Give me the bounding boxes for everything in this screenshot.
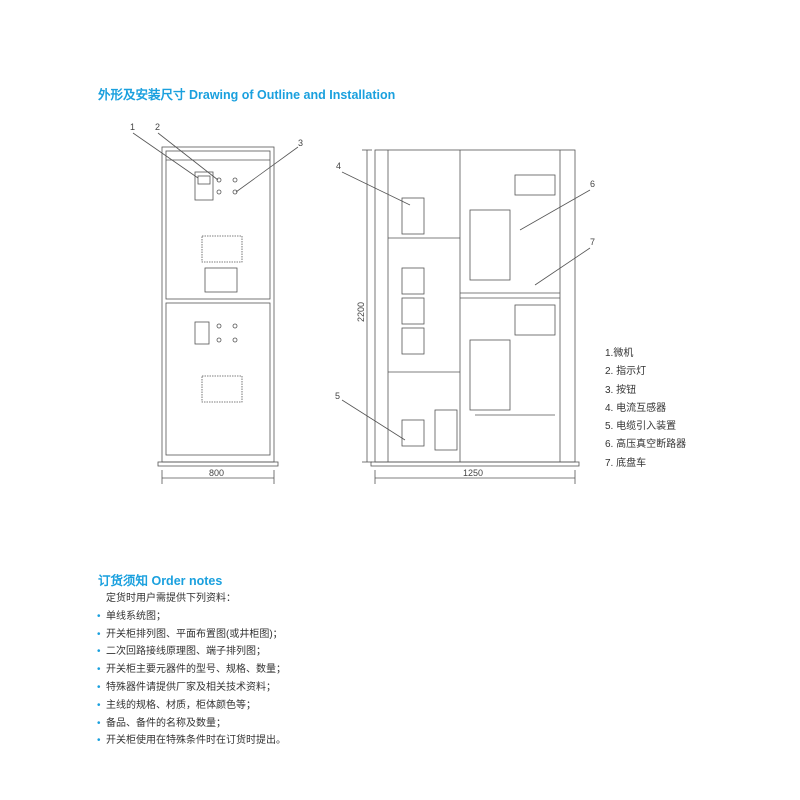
list-item: • 开关柜主要元器件的型号、规格、数量； (97, 661, 286, 679)
front-width-dimension: 800 (209, 468, 224, 478)
cable-entry-device (401, 419, 425, 447)
callout-5: 5 (335, 391, 340, 401)
callout-2: 2 (155, 122, 160, 132)
bullet-icon: • (97, 664, 101, 676)
bullet-icon: • (97, 717, 101, 729)
bullet-icon: • (97, 628, 101, 640)
list-item: • 单线系统图； (97, 608, 286, 626)
legend-item: 4. 电流互感器 (605, 402, 667, 414)
current-transformer (401, 197, 425, 235)
list-item-text: 开关柜排列图、平面布置图(或井柜图)； (106, 628, 283, 640)
callout-4: 4 (336, 161, 341, 171)
order-notes-list: 定货时用户需提供下列资料： • 单线系统图； • 开关柜排列图、平面布置图(或井柜图… (97, 590, 286, 750)
order-notes-intro: 定货时用户需提供下列资料： (106, 593, 236, 604)
push-button (216, 189, 222, 195)
push-button (232, 189, 238, 195)
legend-item: 2. 指示灯 (605, 366, 647, 378)
component-legend: 1.微机 2. 指示灯 3. 按钮 4. 电流互感器 5. 电缆引入装置 6. … (605, 345, 686, 473)
list-item: • 主线的规格、材质，柜体颜色等； (97, 697, 286, 715)
bullet-icon: • (97, 699, 101, 711)
callout-7: 7 (590, 237, 595, 247)
legend-item: 5. 电缆引入装置 (605, 421, 677, 433)
indicator-lamp (232, 177, 238, 183)
list-item: • 二次回路接线原理图、端子排列图； (97, 643, 286, 661)
side-depth-dimension: 1250 (463, 468, 483, 478)
callout-3: 3 (298, 138, 303, 148)
list-item: • 备品、备件的名称及数量； (97, 715, 286, 733)
callout-1: 1 (130, 122, 135, 132)
legend-item: 6. 高压真空断路器 (605, 439, 687, 451)
microcomputer-unit (194, 171, 214, 201)
vent-grille (201, 235, 243, 263)
outline-section-title: 外形及安装尺寸 Drawing of Outline and Installat… (98, 88, 396, 102)
vent-grille (201, 375, 243, 403)
legend-item: 7. 底盘车 (605, 457, 647, 469)
list-item-text: 开关柜使用在特殊条件时在订货时提出。 (106, 735, 286, 747)
front-view (157, 146, 279, 484)
vacuum-circuit-breaker (469, 339, 511, 411)
list-item-text: 主线的规格、材质，柜体颜色等； (106, 699, 256, 711)
indicator-lamp (216, 177, 222, 183)
bullet-icon: • (97, 681, 101, 693)
order-section-title: 订货须知 Order notes (98, 574, 223, 588)
height-dimension: 2200 (356, 302, 366, 322)
list-item: • 开关柜使用在特殊条件时在订货时提出。 (97, 732, 286, 750)
list-item-text: 开关柜主要元器件的型号、规格、数量； (106, 664, 286, 676)
callout-6: 6 (590, 179, 595, 189)
bullet-icon: • (97, 610, 101, 622)
list-item-text: 单线系统图； (106, 610, 166, 622)
list-item-text: 二次回路接线原理图、端子排列图； (106, 646, 266, 658)
side-view (362, 149, 580, 484)
list-item-text: 备品、备件的名称及数量； (106, 717, 226, 729)
list-item: • 特殊器件请提供厂家及相关技术资料； (97, 679, 286, 697)
bullet-icon: • (97, 646, 101, 658)
bullet-icon: • (97, 735, 101, 747)
list-item-text: 特殊器件请提供厂家及相关技术资料； (106, 681, 276, 693)
legend-item: 3. 按钮 (605, 384, 637, 396)
legend-item: 1.微机 (605, 348, 634, 359)
list-item: • 开关柜排列图、平面布置图(或井柜图)； (97, 626, 286, 644)
vacuum-circuit-breaker (469, 209, 511, 281)
